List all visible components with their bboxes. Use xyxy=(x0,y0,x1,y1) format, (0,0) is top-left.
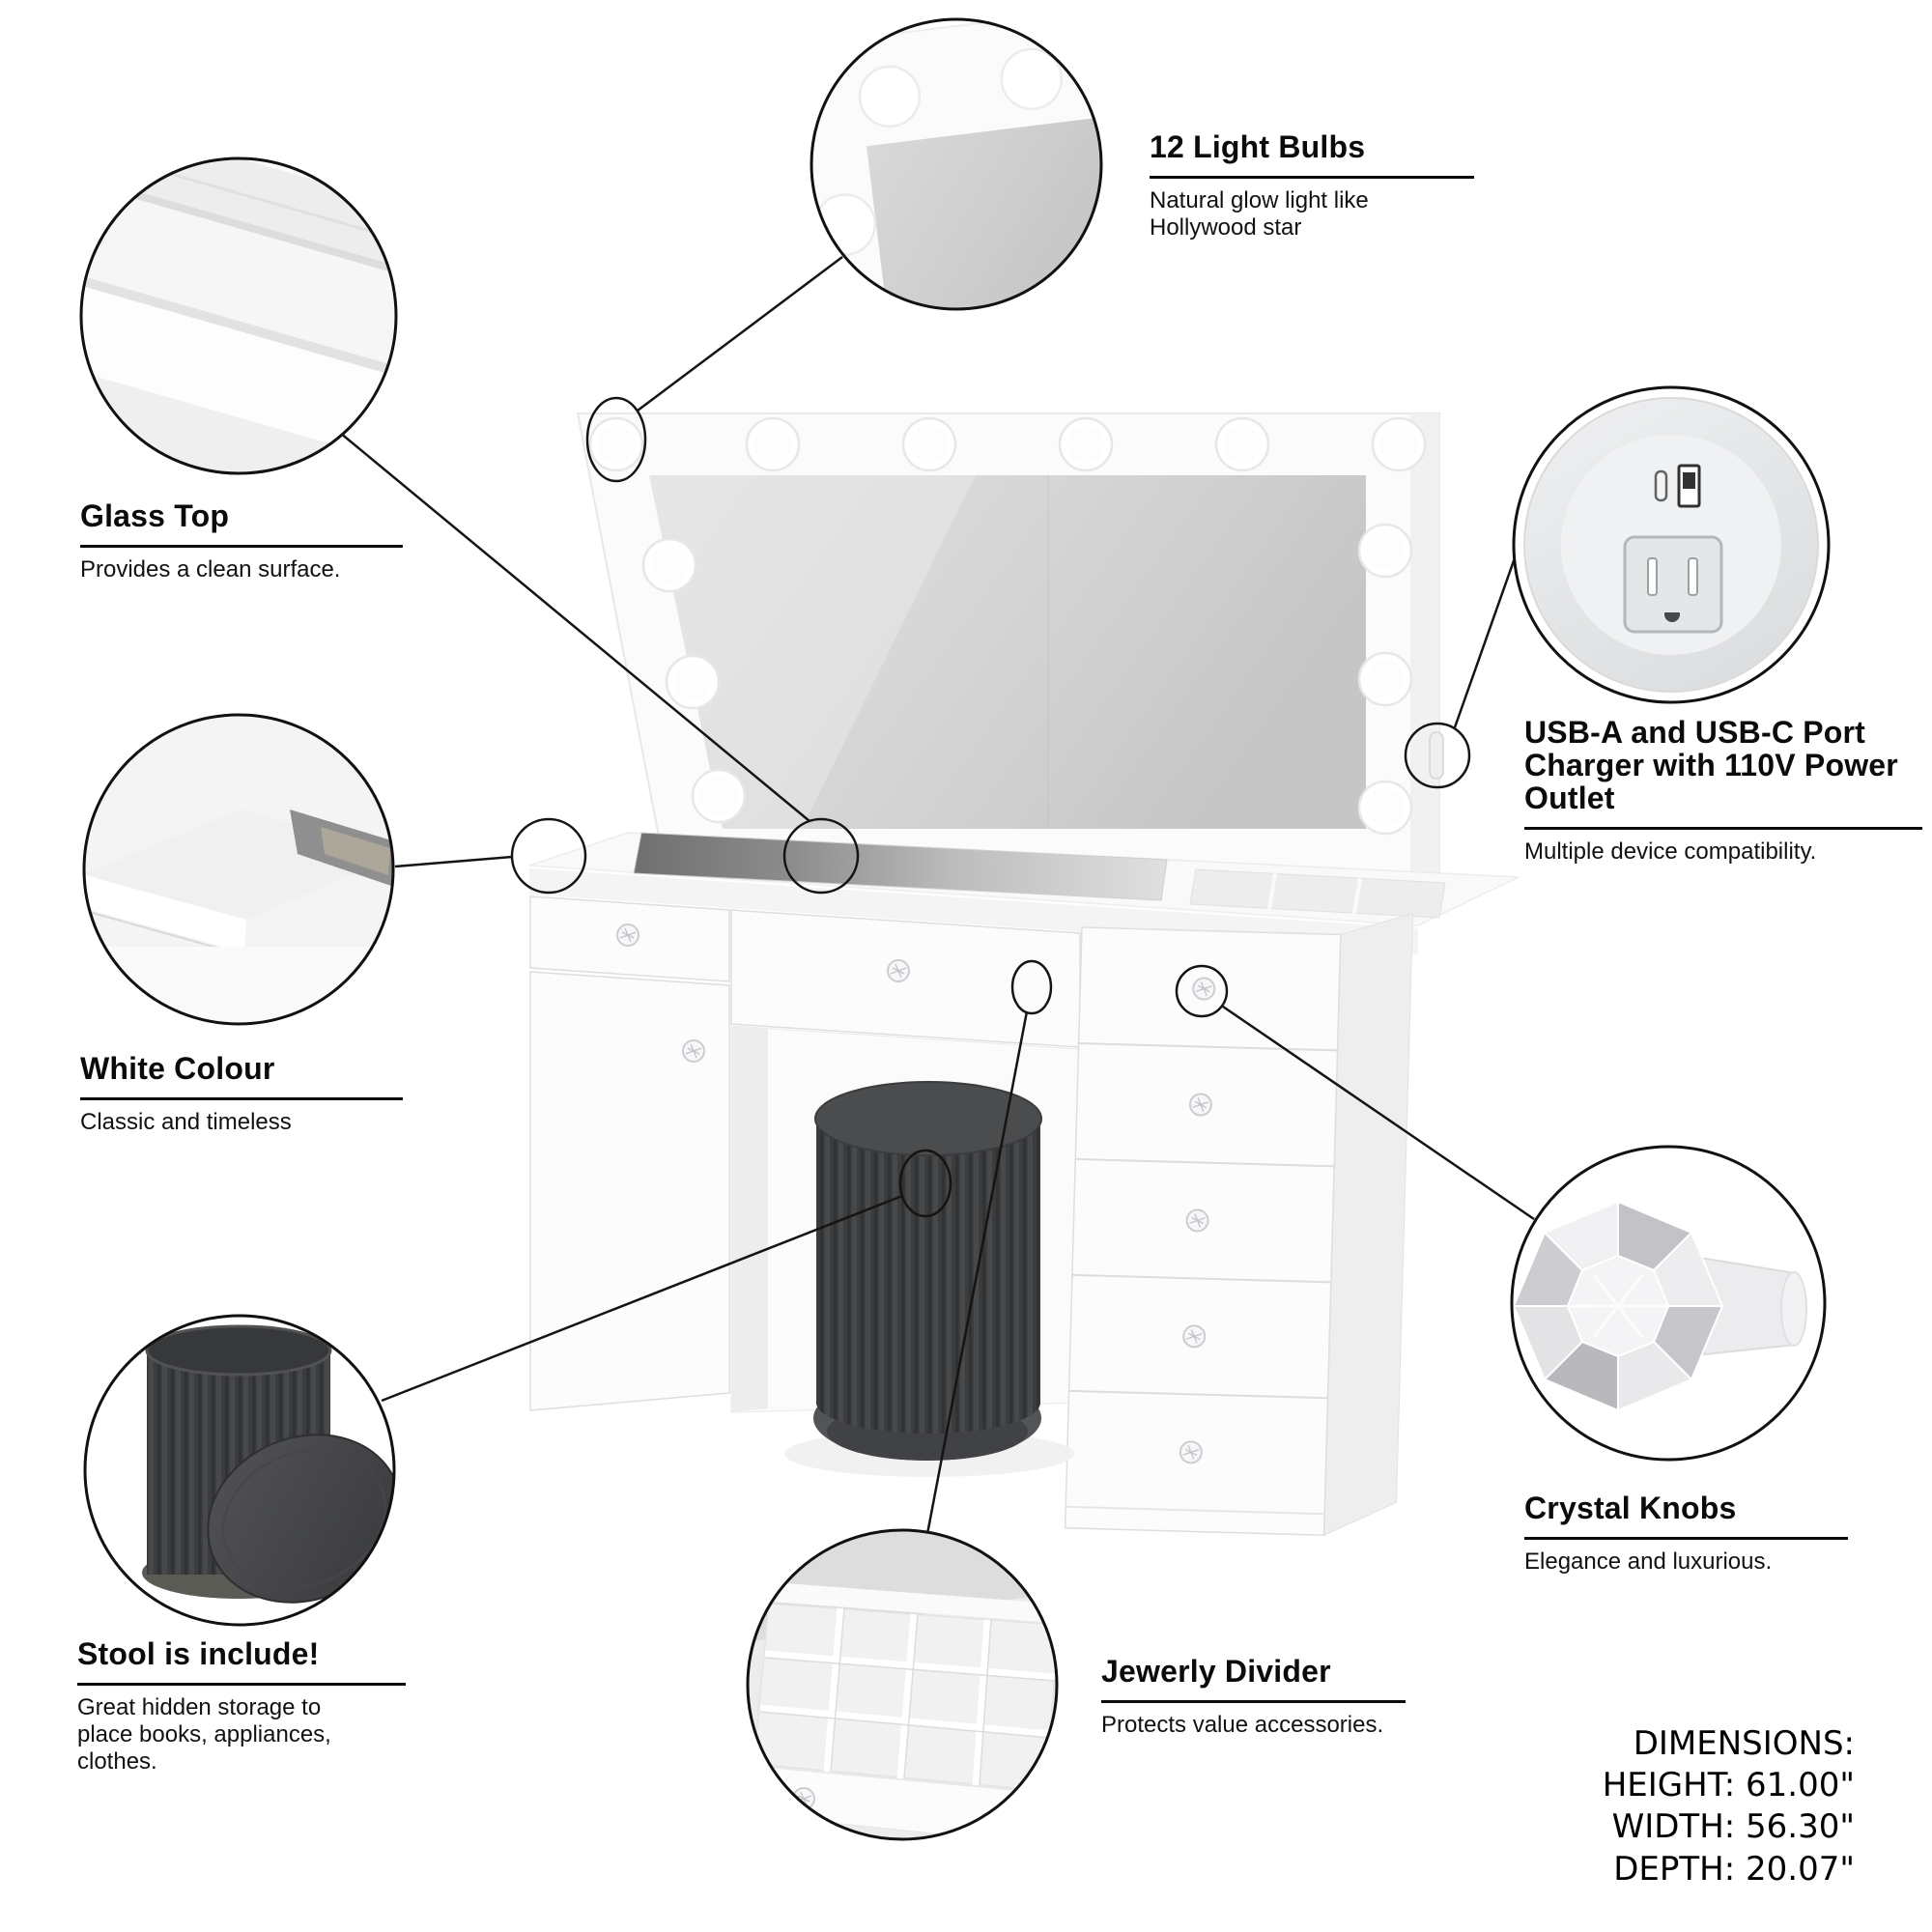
crystal-knob xyxy=(1191,977,1216,1001)
anchor-usb-outlet xyxy=(1404,722,1471,789)
crystal-knob xyxy=(887,959,910,982)
connector-lines xyxy=(339,256,1535,1535)
glass-top-underline xyxy=(80,544,403,548)
connector-white-colour xyxy=(394,855,513,868)
callout-bubble-light-bulbs xyxy=(810,17,1103,311)
connector-light-bulbs xyxy=(637,256,843,412)
crystal-knobs-description: Elegance and luxurious. xyxy=(1524,1548,1773,1575)
crystal-knob-detail xyxy=(1512,1147,1825,1460)
callout-text-usb-outlet: USB-A and USB-C Port Charger with 110V P… xyxy=(1524,715,1932,866)
dimension-depth: DEPTH: 20.07" xyxy=(1613,1849,1855,1889)
white-colour-description: Classic and timeless xyxy=(80,1108,292,1135)
stool-cushion-top xyxy=(814,1081,1042,1156)
callout-text-crystal-knobs: Crystal Knobs Elegance and luxurious. xyxy=(1524,1492,1911,1576)
crystal-knob xyxy=(1181,1324,1207,1349)
connector-usb-outlet xyxy=(1453,552,1519,728)
left-cabinet-door xyxy=(529,971,730,1411)
glass-top-title: Glass Top xyxy=(80,498,230,533)
connector-jewelry xyxy=(925,1010,1029,1535)
white-colour-title: White Colour xyxy=(80,1051,275,1086)
callout-text-stool: Stool is include! Great hidden storage t… xyxy=(77,1636,425,1776)
anchor-glass-top xyxy=(782,817,860,895)
mirror-frame-side xyxy=(1410,413,1439,877)
right-organizer-tray xyxy=(1189,868,1446,919)
connector-crystal-knobs xyxy=(1222,1005,1535,1221)
anchor-jewelry xyxy=(1010,959,1053,1015)
crystal-knob xyxy=(616,923,639,947)
stool-underline xyxy=(77,1682,406,1686)
callout-text-white-colour: White Colour Classic and timeless xyxy=(80,1051,428,1136)
usb-c-port xyxy=(1654,469,1668,502)
crystal-knobs-underline xyxy=(1524,1536,1848,1540)
white-colour-underline xyxy=(80,1096,403,1100)
left-pedestal xyxy=(529,895,730,1411)
jewelry-divider-underline xyxy=(1101,1699,1406,1703)
callout-bubble-crystal-knob xyxy=(1510,1145,1827,1462)
vanity-tabletop xyxy=(528,832,1520,954)
anchor-white-colour xyxy=(510,817,587,895)
white-colour-detail xyxy=(84,715,393,1024)
anchor-stool xyxy=(898,1149,952,1218)
crystal-knob xyxy=(682,1039,705,1063)
anchor-light-bulb xyxy=(585,396,647,483)
right-drawer-column xyxy=(1064,912,1414,1537)
light-bulbs-description: Natural glow light like Hollywood star xyxy=(1150,186,1369,241)
usb-outlet-underline xyxy=(1524,826,1922,830)
anchor-crystal-knob xyxy=(1175,964,1229,1018)
crystal-knob xyxy=(1188,1093,1213,1117)
dimensions-block: DIMENSIONS: HEIGHT: 61.00" WIDTH: 56.30"… xyxy=(1236,1723,1855,1890)
usb-a-port xyxy=(1677,464,1701,508)
jewelry-divider-title: Jewerly Divider xyxy=(1101,1654,1331,1689)
callout-bubble-stool xyxy=(83,1314,396,1627)
connector-stool xyxy=(381,1194,903,1403)
dimensions-label: DIMENSIONS: xyxy=(1633,1724,1855,1763)
dimension-width: WIDTH: 56.30" xyxy=(1611,1807,1855,1847)
callout-bubble-jewelry-divider xyxy=(746,1528,1059,1841)
crystal-knob xyxy=(1185,1208,1209,1233)
crystal-knobs-title: Crystal Knobs xyxy=(1524,1491,1737,1525)
connector-glass-top xyxy=(339,432,810,822)
jewelry-divider-description: Protects value accessories. xyxy=(1101,1711,1384,1738)
callout-text-glass-top: Glass Top Provides a clean surface. xyxy=(80,498,428,583)
light-bulbs-detail xyxy=(811,19,1101,309)
crystal-knob xyxy=(1179,1440,1204,1464)
stool-detail xyxy=(85,1316,394,1625)
callout-bubble-usb-outlet xyxy=(1512,385,1831,704)
light-bulbs-underline xyxy=(1150,175,1474,179)
dimension-height: HEIGHT: 61.00" xyxy=(1602,1766,1855,1805)
glass-top-description: Provides a clean surface. xyxy=(80,555,341,582)
vanity-illustration xyxy=(528,412,1520,1537)
callout-text-light-bulbs: 12 Light Bulbs Natural glow light like H… xyxy=(1150,129,1497,242)
light-bulbs-title: 12 Light Bulbs xyxy=(1150,129,1366,164)
callout-bubble-glass-top xyxy=(79,156,398,475)
stool-title: Stool is include! xyxy=(77,1636,320,1671)
right-drawer-stack xyxy=(1064,926,1342,1537)
usb-outlet-description: Multiple device compatibility. xyxy=(1524,838,1817,865)
usb-outlet-title: USB-A and USB-C Port Charger with 110V P… xyxy=(1524,715,1898,815)
vanity-stool xyxy=(784,1081,1074,1477)
power-outlet-110v xyxy=(1623,535,1723,634)
callout-bubble-white-colour xyxy=(82,713,395,1026)
stool-description: Great hidden storage to place books, app… xyxy=(77,1693,331,1776)
glass-inset-tray xyxy=(633,832,1168,901)
usb-outlet-detail xyxy=(1514,387,1829,702)
jewelry-divider-detail xyxy=(748,1530,1057,1839)
glass-top-detail xyxy=(81,158,396,473)
vanity-mirror xyxy=(576,412,1444,878)
anchor-rings xyxy=(510,396,1471,1218)
outlet-side-view xyxy=(1429,731,1444,780)
callout-text-jewelry-divider: Jewerly Divider Protects value accessori… xyxy=(1101,1654,1449,1739)
